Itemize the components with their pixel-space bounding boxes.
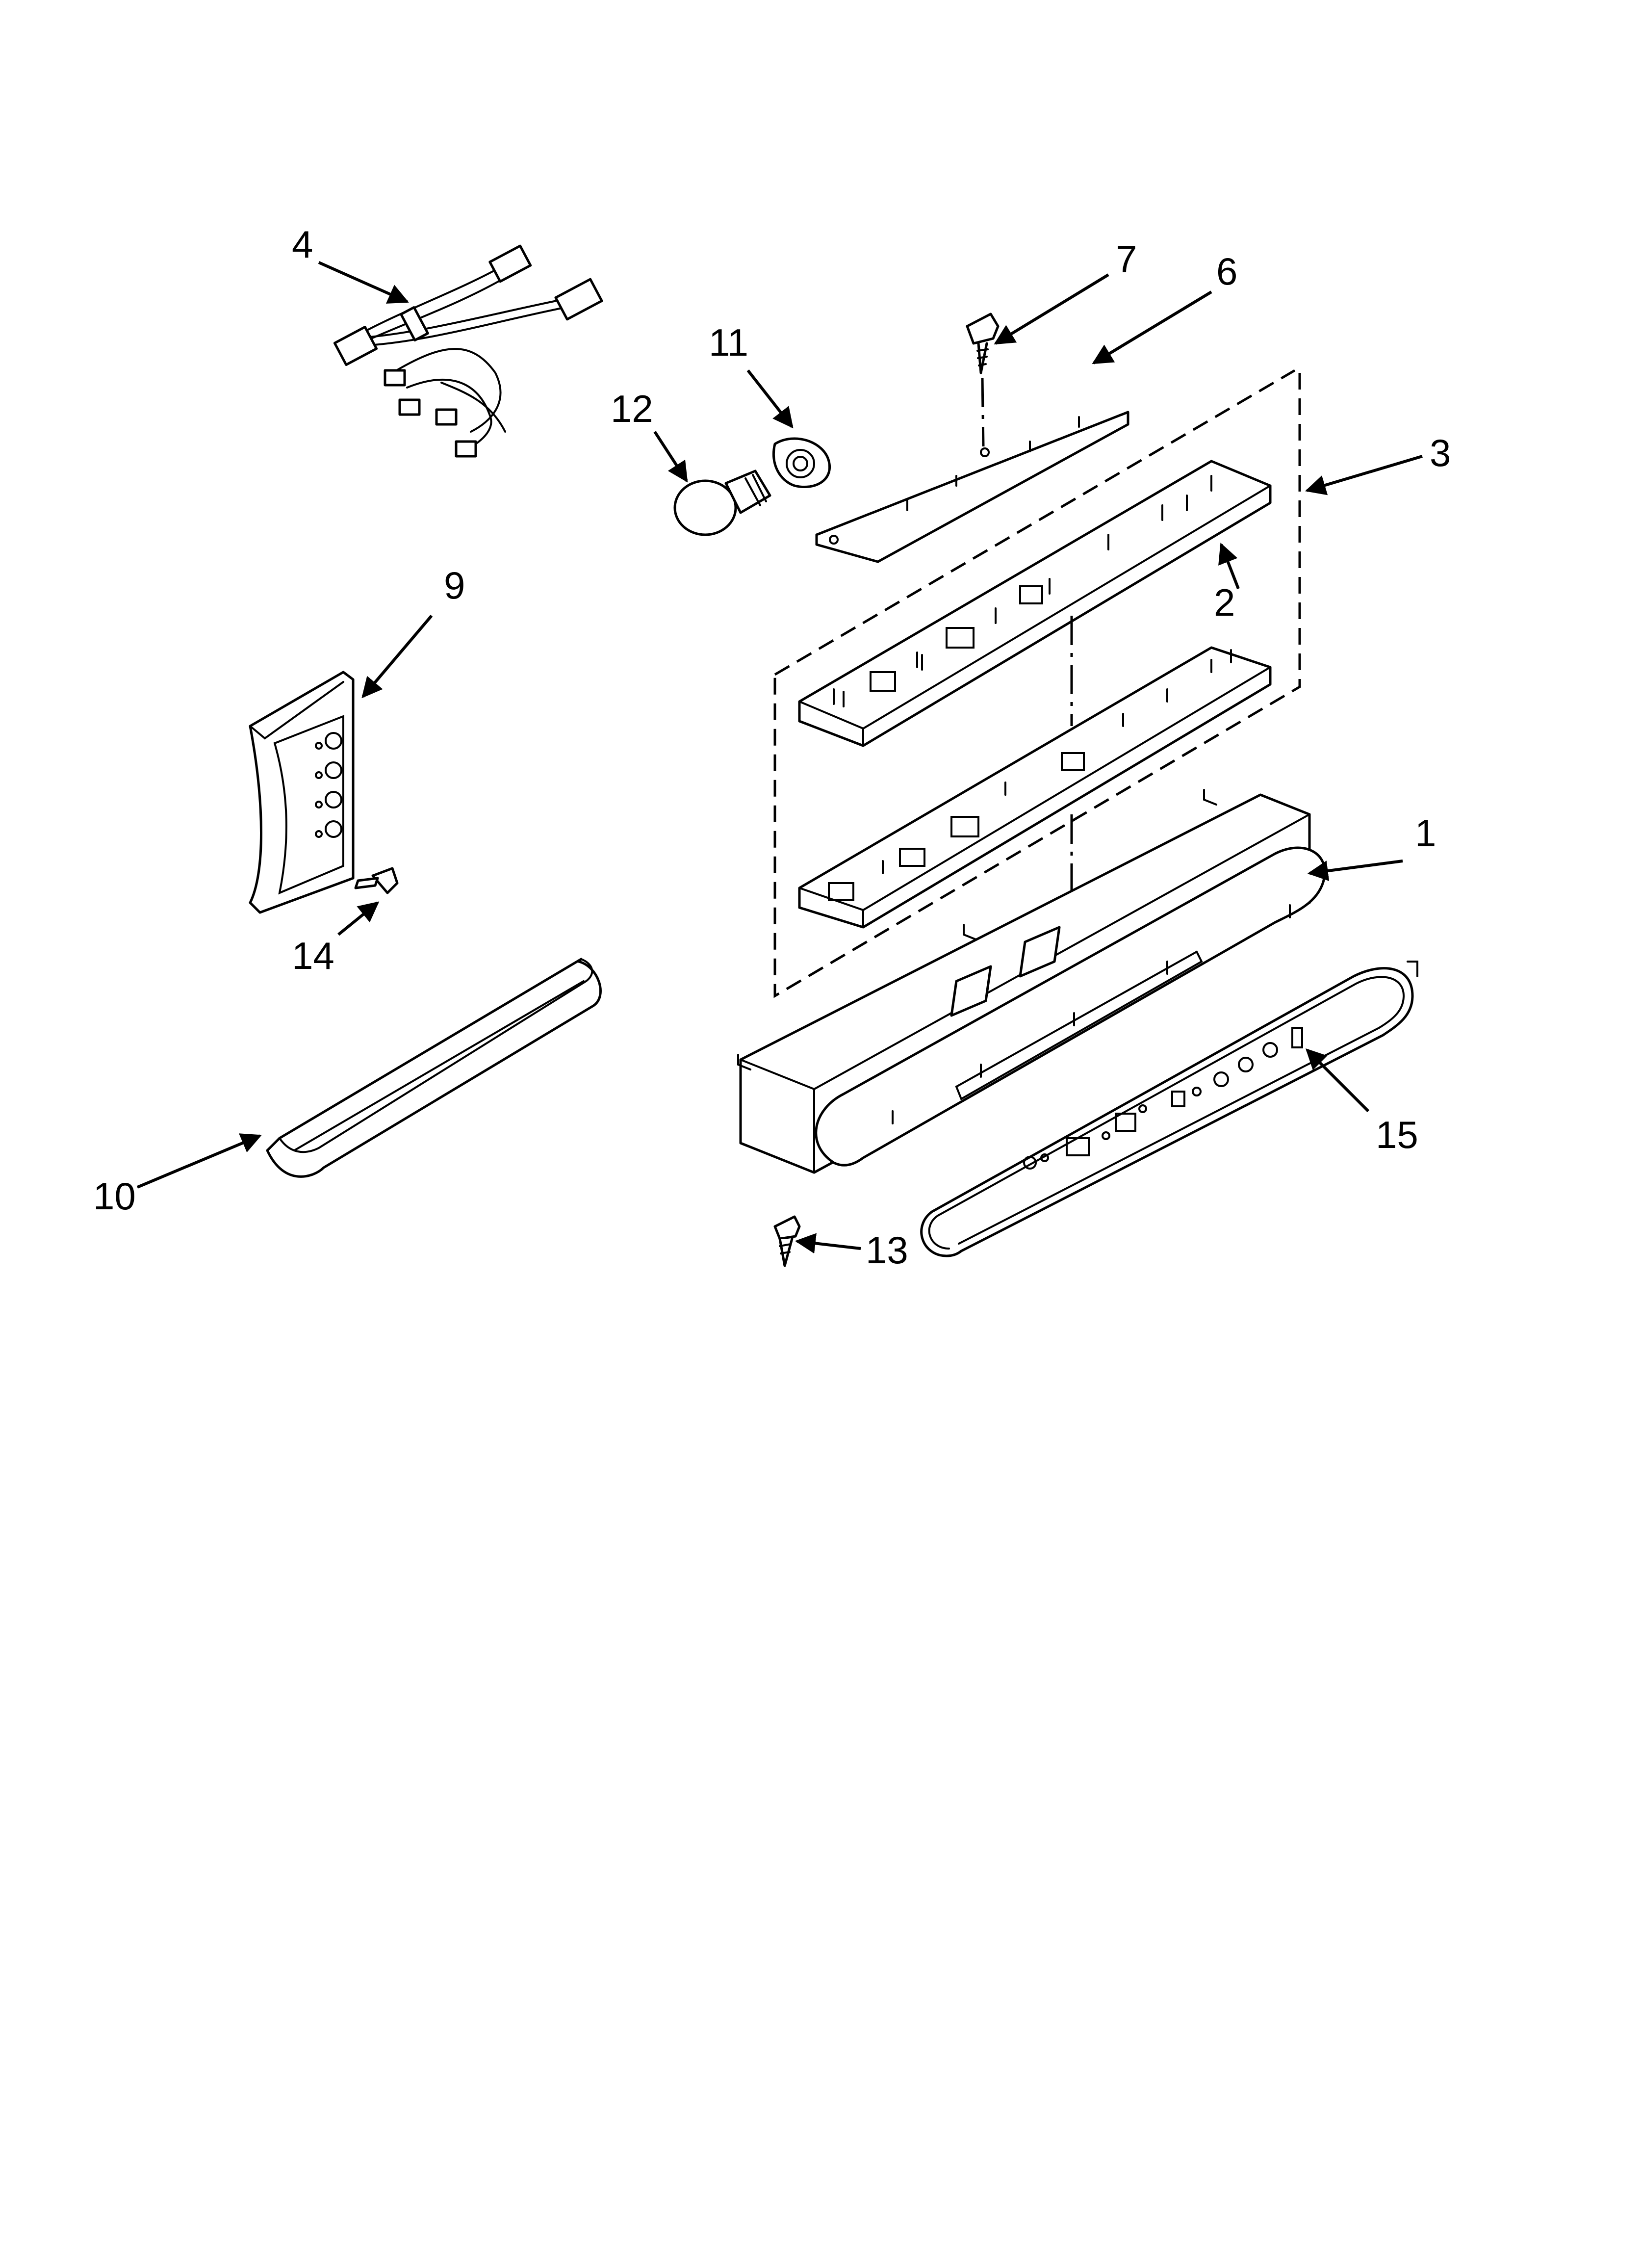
callout-14: 14 [292, 934, 334, 977]
leader-7 [994, 273, 1109, 345]
callout-7: 7 [1116, 237, 1137, 281]
control-board-part [798, 460, 1272, 747]
leader-9 [361, 615, 433, 699]
leader-14 [337, 901, 380, 936]
lamp-socket-part [772, 437, 831, 489]
callout-10: 10 [93, 1174, 136, 1218]
callout-13: 13 [866, 1228, 908, 1272]
leader-1 [1307, 860, 1403, 881]
screw-part-7 [966, 313, 1000, 374]
callout-15: 15 [1376, 1113, 1418, 1156]
callout-6: 6 [1216, 250, 1237, 293]
trim-channel-part [266, 958, 602, 1178]
leader-4 [318, 261, 409, 304]
control-housing-part [737, 789, 1326, 1174]
callout-3: 3 [1430, 431, 1451, 474]
screw-part-13 [773, 1215, 801, 1267]
callout-9: 9 [444, 564, 465, 607]
callout-leaders [136, 261, 1423, 1254]
front-panel-part [920, 961, 1418, 1257]
leader-10 [136, 1133, 262, 1189]
wire-harness-part [333, 244, 603, 458]
callout-12: 12 [611, 387, 653, 430]
callout-labels: 1 2 3 4 6 7 9 10 11 12 13 14 15 [93, 223, 1451, 1272]
screw-part-14 [354, 867, 399, 894]
cover-plate-part [815, 411, 1129, 563]
callout-4: 4 [292, 223, 313, 266]
callout-2: 2 [1214, 581, 1235, 624]
leader-12 [653, 431, 688, 483]
light-bulb-part [673, 469, 771, 536]
side-panel-part [249, 671, 355, 914]
leader-2 [1218, 543, 1240, 590]
leader-6 [1092, 290, 1212, 365]
display-board-part [798, 646, 1272, 929]
screw-alignment-line [981, 377, 985, 447]
leader-15 [1306, 1048, 1370, 1113]
leader-11 [746, 369, 794, 429]
callout-1: 1 [1415, 811, 1436, 855]
callout-11: 11 [709, 321, 748, 364]
leader-3 [1305, 455, 1423, 495]
leader-13 [795, 1233, 861, 1254]
control-assembly-outline [773, 373, 1301, 998]
